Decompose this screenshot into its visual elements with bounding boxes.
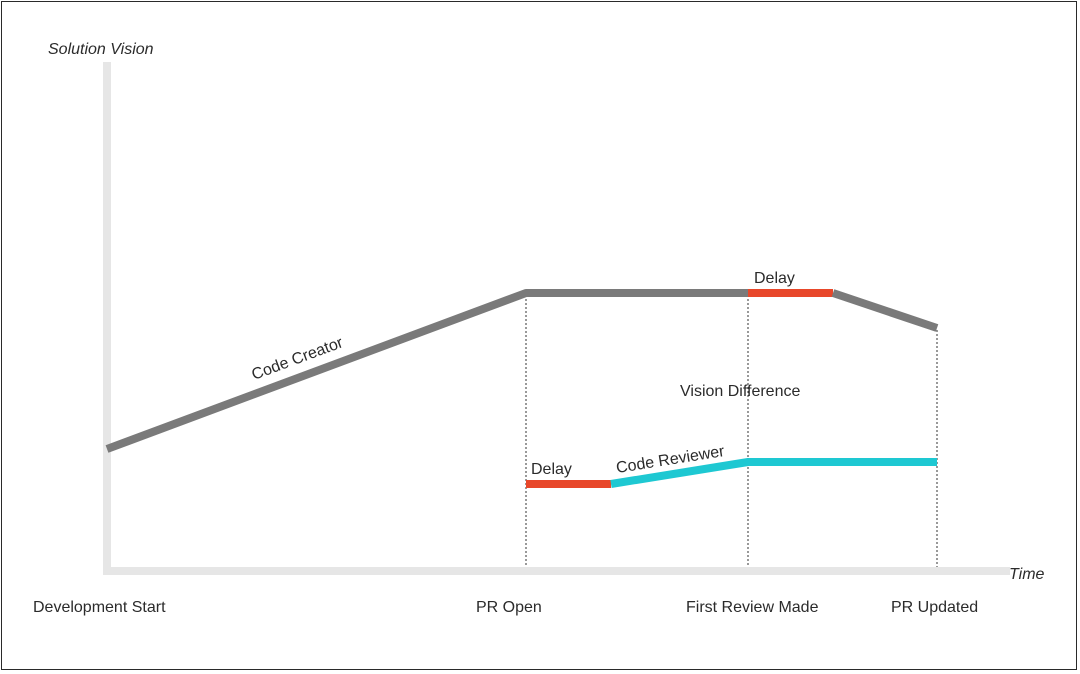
milestone-pr-updated: PR Updated xyxy=(891,599,978,616)
reviewer-delay-label: Delay xyxy=(531,461,572,478)
y-axis-label: Solution Vision xyxy=(48,41,154,58)
milestone-first-review: First Review Made xyxy=(686,599,819,616)
creator-delay-label: Delay xyxy=(754,270,795,287)
code-reviewer-line xyxy=(610,458,937,488)
vision-difference-label: Vision Difference xyxy=(680,383,800,400)
milestone-development-start: Development Start xyxy=(33,599,166,616)
x-axis-label: Time xyxy=(1009,566,1045,583)
creator-after-update-line xyxy=(831,289,939,332)
milestone-pr-open: PR Open xyxy=(476,599,542,616)
code-creator-line xyxy=(105,289,748,453)
